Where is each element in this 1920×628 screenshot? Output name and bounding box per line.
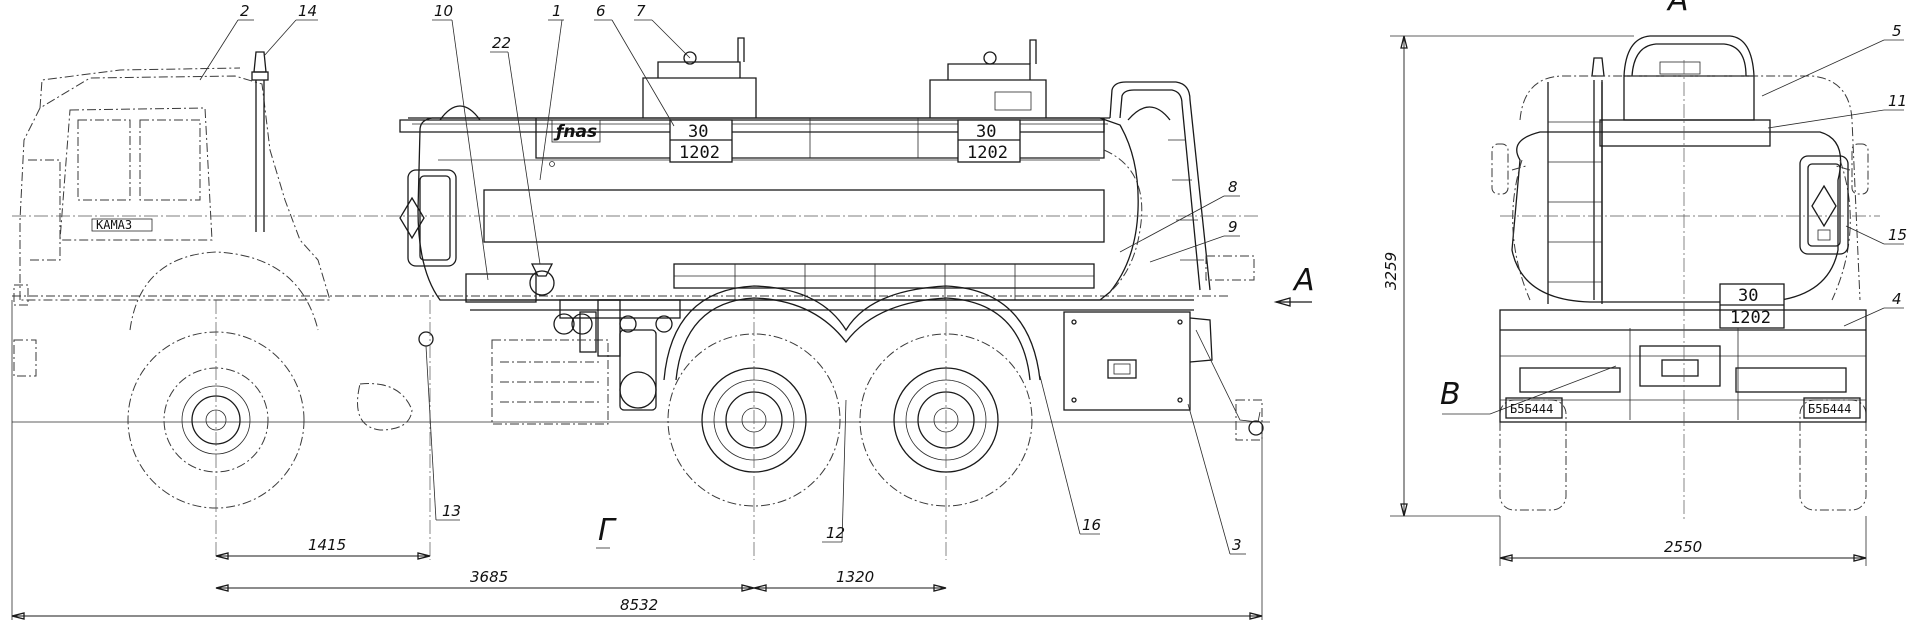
dim-3685: 3685 (470, 568, 508, 586)
side-callouts: 2 14 10 22 1 6 7 8 9 13 12 16 3 (199, 2, 1246, 555)
dim-8532: 8532 (620, 596, 658, 614)
callout-9: 9 (1228, 218, 1238, 236)
svg-text:30: 30 (688, 122, 708, 142)
tank-logo: ƒnas (553, 122, 597, 142)
callout-7: 7 (636, 2, 646, 20)
cab-badge: КАМАЗ (96, 218, 132, 232)
placard-front (399, 169, 457, 267)
callout-2: 2 (240, 2, 250, 20)
view-a-mark: А (1292, 263, 1315, 298)
dim-1415: 1415 (308, 536, 346, 554)
callout-1: 1 (552, 2, 562, 20)
side-view: КАМАЗ ƒnas (11, 37, 1315, 620)
dim-2550: 2550 (1664, 538, 1702, 556)
side-dimensions: 1415 3685 1320 8532 (11, 536, 1263, 620)
hazard-plate-rear: 30 1202 (1719, 283, 1785, 329)
view-g-mark: Г (598, 513, 617, 548)
svg-text:30: 30 (1738, 286, 1758, 306)
rear-callouts: 5 11 15 4 (1761, 22, 1907, 327)
beacon-post (251, 51, 269, 232)
cab: КАМАЗ (13, 67, 331, 377)
callout-8: 8 (1228, 178, 1238, 196)
callout-16: 16 (1082, 516, 1101, 534)
svg-text:30: 30 (976, 122, 996, 142)
callout-5: 5 (1892, 22, 1902, 40)
svg-text:1202: 1202 (679, 143, 720, 163)
callout-12: 12 (826, 524, 845, 542)
callout-22: 22 (492, 34, 511, 52)
callout-4: 4 (1892, 290, 1902, 308)
callout-10: 10 (434, 2, 453, 20)
rear-plate-right: Б5Б444 (1808, 402, 1851, 416)
dim-3259: 3259 (1382, 252, 1400, 290)
rear-dimensions: 3259 2550 (1382, 35, 1867, 566)
subframe (470, 263, 1194, 311)
rear-cabinet (1063, 255, 1263, 441)
svg-text:1202: 1202 (967, 143, 1008, 163)
callout-15: 15 (1888, 226, 1907, 244)
callout-13: 13 (442, 502, 461, 520)
callout-6: 6 (596, 2, 606, 20)
hazard-plate-2: 30 1202 (957, 119, 1021, 163)
rear-view: 30 1202 Б5Б444 Б5Б444 В А (1440, 0, 1880, 520)
callout-3: 3 (1232, 536, 1242, 554)
callout-14: 14 (298, 2, 317, 20)
rear-plate-left: Б5Б444 (1510, 402, 1553, 416)
callout-11: 11 (1888, 92, 1907, 110)
dim-1320: 1320 (836, 568, 874, 586)
view-a-title: А (1666, 0, 1689, 18)
hazard-plate-1: 30 1202 (669, 119, 733, 163)
tank: ƒnas 30 1202 30 1202 (399, 37, 1211, 301)
pump-group (465, 263, 681, 425)
view-b-mark: В (1440, 377, 1461, 412)
svg-text:1202: 1202 (1730, 308, 1771, 328)
